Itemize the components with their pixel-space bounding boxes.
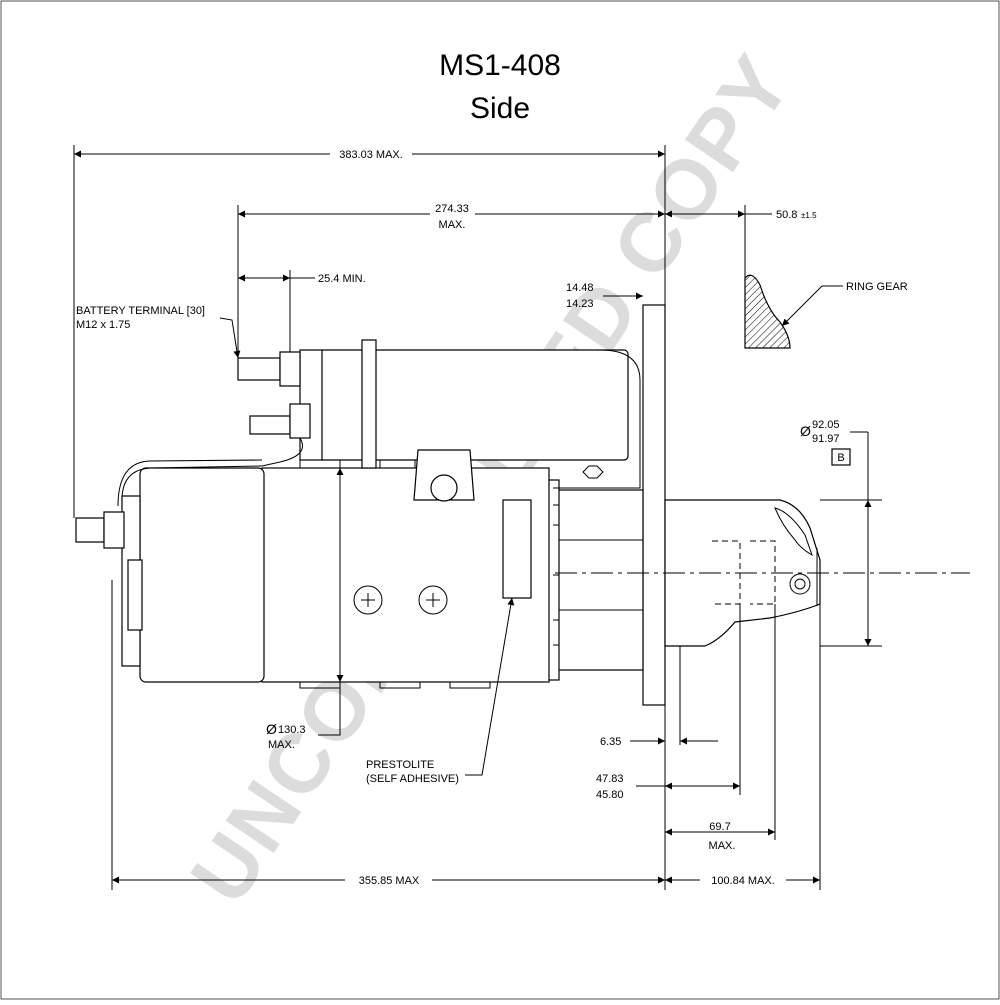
dim-nose-length: 100.84 MAX. [711, 875, 775, 887]
dim-flange-thickness-max: 14.48 [566, 282, 594, 294]
starter-outline [75, 304, 821, 706]
dim-body-length: 355.85 MAX [359, 875, 420, 887]
ring-gear-leader [781, 285, 823, 327]
dim-pilot-dia-max: 92.05 [812, 419, 840, 431]
view-subtitle: Side [470, 92, 530, 125]
dim-solenoid-length: 274.33 [435, 203, 469, 215]
battery-terminal-label: BATTERY TERMINAL [30] [76, 305, 205, 317]
drawing-title: MS1-408 [439, 49, 561, 82]
dim-flange-thickness-min: 14.23 [566, 298, 594, 310]
datum-box [831, 448, 851, 466]
field-screw-left [353, 585, 383, 615]
dim-terminal-clearance: 25.4 MIN. [318, 273, 366, 285]
ring-gear [744, 274, 791, 349]
foot-bolt [430, 474, 458, 502]
battery-terminal-stud [75, 517, 105, 543]
mounting-flange [642, 304, 666, 706]
motor-terminal-stud [249, 415, 291, 435]
terminal-nut [103, 511, 125, 549]
battery-terminal-thread: M12 x 1.75 [76, 319, 130, 331]
commutator-end-housing [139, 467, 265, 683]
nose-lever-slot [774, 507, 813, 557]
dim-body-dia-max: MAX. [268, 739, 295, 751]
motor-terminal-nut [289, 403, 311, 439]
dim-pilot-dia-min: 91.97 [812, 433, 840, 445]
hex-plug [582, 465, 604, 479]
motor-frame [261, 467, 550, 683]
dim-pinion-travel: 69.7 [709, 821, 730, 833]
end-cap-boss [127, 559, 143, 631]
pinion-hidden-1 [712, 540, 741, 605]
label-plate-type: (SELF ADHESIVE) [366, 773, 459, 785]
dim-pinion-position-min: 45.80 [596, 789, 624, 801]
dim-pilot-dia-symbol: Ø [800, 423, 811, 439]
label-plate-brand: PRESTOLITE [366, 759, 434, 771]
dim-body-dia-symbol: Ø [266, 721, 277, 737]
solenoid-battery-stud [237, 357, 281, 381]
dim-solenoid-max: MAX. [439, 219, 466, 231]
nose-bolt [789, 573, 811, 595]
dim-overall-length: 383.03 MAX. [339, 149, 403, 161]
solenoid-band [361, 339, 377, 469]
solenoid-stud-nut [279, 351, 301, 387]
pinion-hidden-2 [750, 540, 776, 605]
extension-lines [73, 145, 882, 890]
dim-pinion-position-max: 47.83 [596, 773, 624, 785]
dim-pinion-travel-max: MAX. [709, 840, 736, 852]
dim-ring-gear-tolerance: ±1.5 [801, 211, 817, 220]
field-lead [121, 465, 263, 501]
datum-label: B [837, 452, 844, 464]
label-plate-leader [465, 597, 515, 776]
field-screw-right [418, 585, 448, 615]
drive-housing [552, 489, 644, 671]
dim-pilot-offset: 6.35 [600, 736, 621, 748]
label-plate [502, 499, 532, 599]
dim-ring-gear-offset: 50.8 [776, 209, 797, 221]
strap-lead [261, 437, 303, 467]
battery-terminal-leader [219, 317, 241, 359]
dim-body-dia: 130.3 [278, 724, 306, 736]
ring-gear-label: RING GEAR [846, 281, 908, 293]
